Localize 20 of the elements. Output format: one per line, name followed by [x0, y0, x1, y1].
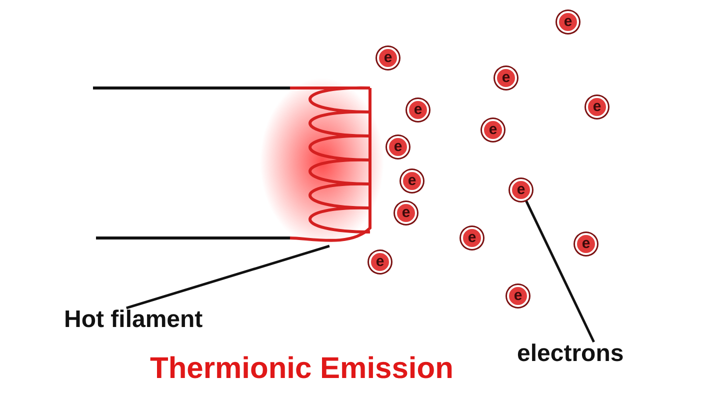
electron-symbol: e: [377, 47, 399, 69]
electron-symbol: e: [557, 11, 579, 33]
electron-symbol: e: [575, 233, 597, 255]
filament-drawing: [90, 78, 382, 246]
electron-symbol: e: [461, 227, 483, 249]
caption: Thermionic Emission: [150, 352, 454, 386]
electron-symbol: e: [586, 96, 608, 118]
electron-symbol: e: [507, 285, 529, 307]
electron-symbol: e: [369, 251, 391, 273]
electron-symbol: e: [510, 179, 532, 201]
part-label: Hot filament: [64, 306, 203, 334]
part-label: electrons: [517, 340, 624, 368]
electron-symbol: e: [407, 99, 429, 121]
electron-symbol: e: [401, 170, 423, 192]
electron-symbol: e: [482, 119, 504, 141]
leader-line: [524, 199, 595, 343]
electron-symbol: e: [387, 136, 409, 158]
electron-symbol: e: [395, 202, 417, 224]
electron-symbol: e: [495, 67, 517, 89]
leader-line: [126, 244, 330, 310]
